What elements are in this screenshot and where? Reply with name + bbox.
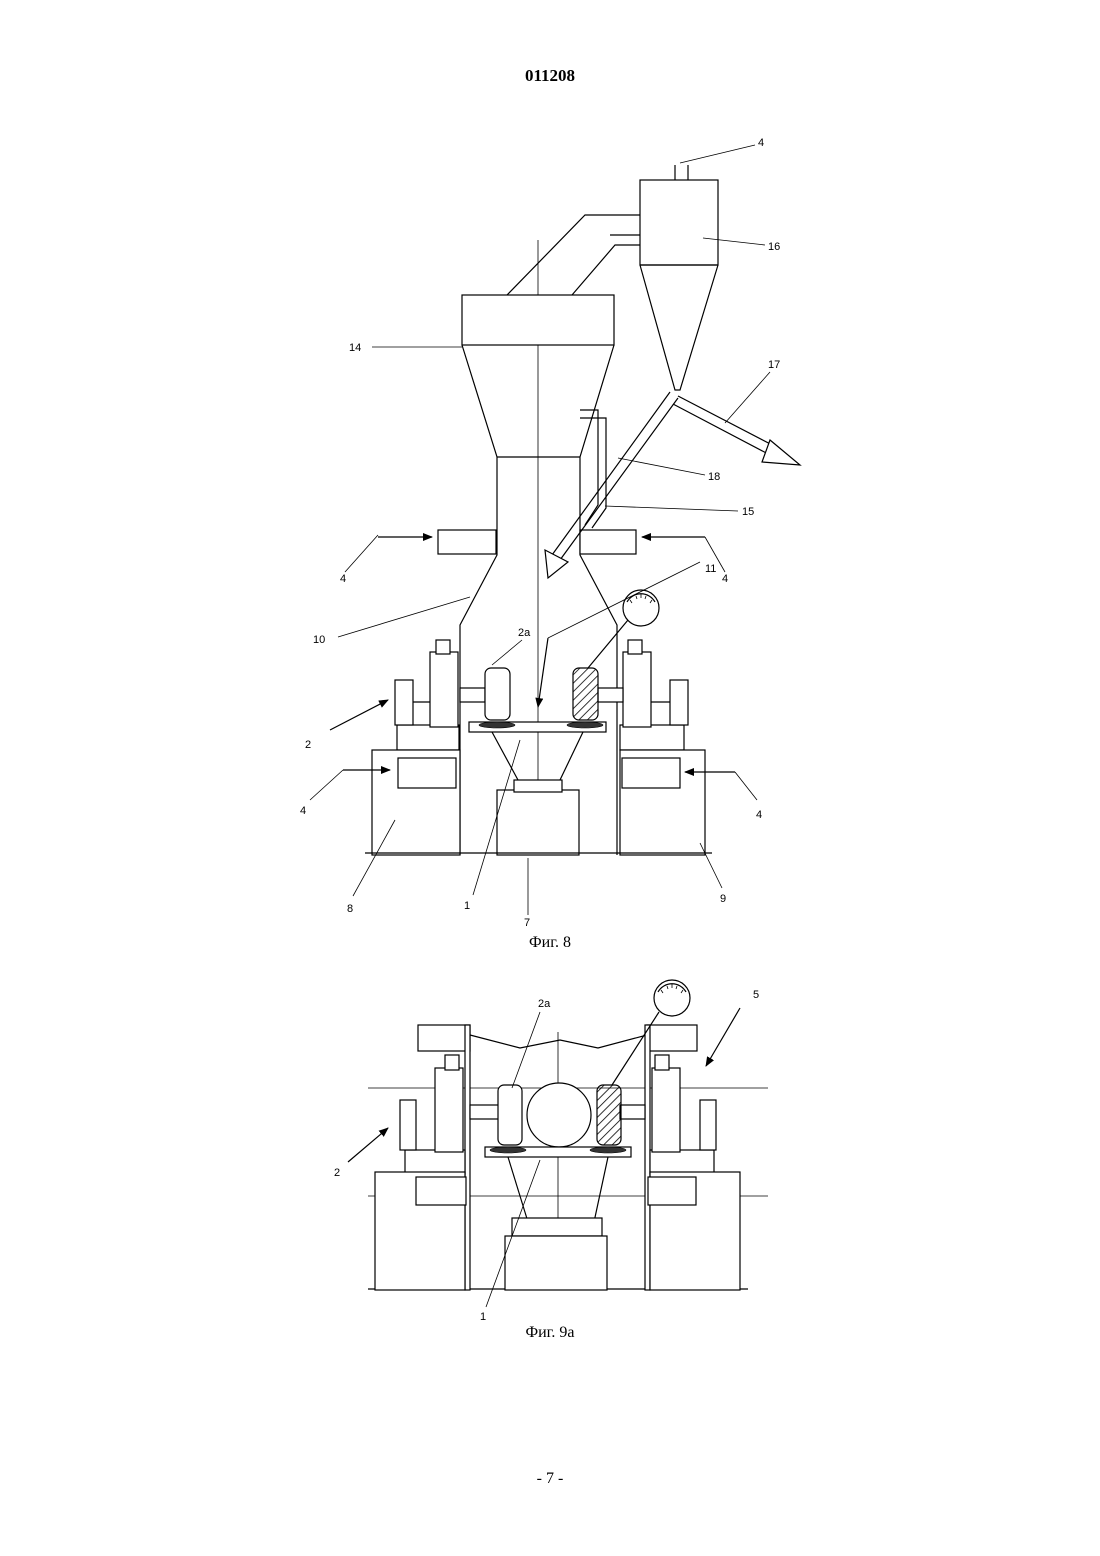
fig9a-label-5: 5 <box>753 989 759 1001</box>
arrow-17 <box>673 396 800 465</box>
fig8-label-10: 10 <box>313 634 325 646</box>
fig8-label-4-lower-right: 4 <box>756 809 762 821</box>
cyclone-16 <box>640 165 718 390</box>
fig8-label-8: 8 <box>347 903 353 915</box>
fig8-label-2: 2 <box>305 739 311 751</box>
fig8-label-16: 16 <box>768 241 780 253</box>
fig8-label-4-left: 4 <box>340 573 346 585</box>
figure-9a-drawing: 2a 5 2 1 <box>334 980 768 1323</box>
figure-8-drawing: 4 16 14 17 18 15 4 4 11 10 2a 2 4 4 8 1 … <box>300 137 800 929</box>
figure-9a-caption: Фиг. 9a <box>0 1324 1100 1342</box>
fig8-label-2a: 2a <box>518 627 531 639</box>
page-number: - 7 - <box>0 1470 1100 1488</box>
fig9a-label-2a: 2a <box>538 998 551 1010</box>
fig8-label-1: 1 <box>464 900 470 912</box>
fig8-label-18: 18 <box>708 471 720 483</box>
fig8-label-14: 14 <box>349 342 361 354</box>
fig8-label-9: 9 <box>720 893 726 905</box>
fig9a-label-1: 1 <box>480 1311 486 1323</box>
figure-8-caption: Фиг. 8 <box>0 934 1100 952</box>
fig8-label-7: 7 <box>524 917 530 929</box>
fig8-label-11: 11 <box>705 563 716 575</box>
gas-inlet-right <box>580 530 636 554</box>
fig8-label-4-top: 4 <box>758 137 764 149</box>
duct-14-to-16 <box>507 215 640 295</box>
fig8-label-15: 15 <box>742 506 754 518</box>
mill-roller-assembly <box>365 640 712 855</box>
fig8-label-4-right: 4 <box>722 573 728 585</box>
fig8-label-4-lower-left: 4 <box>300 805 306 817</box>
gas-inlet-left <box>438 530 496 554</box>
fig8-label-17: 17 <box>768 359 780 371</box>
fig9a-label-2: 2 <box>334 1167 340 1179</box>
